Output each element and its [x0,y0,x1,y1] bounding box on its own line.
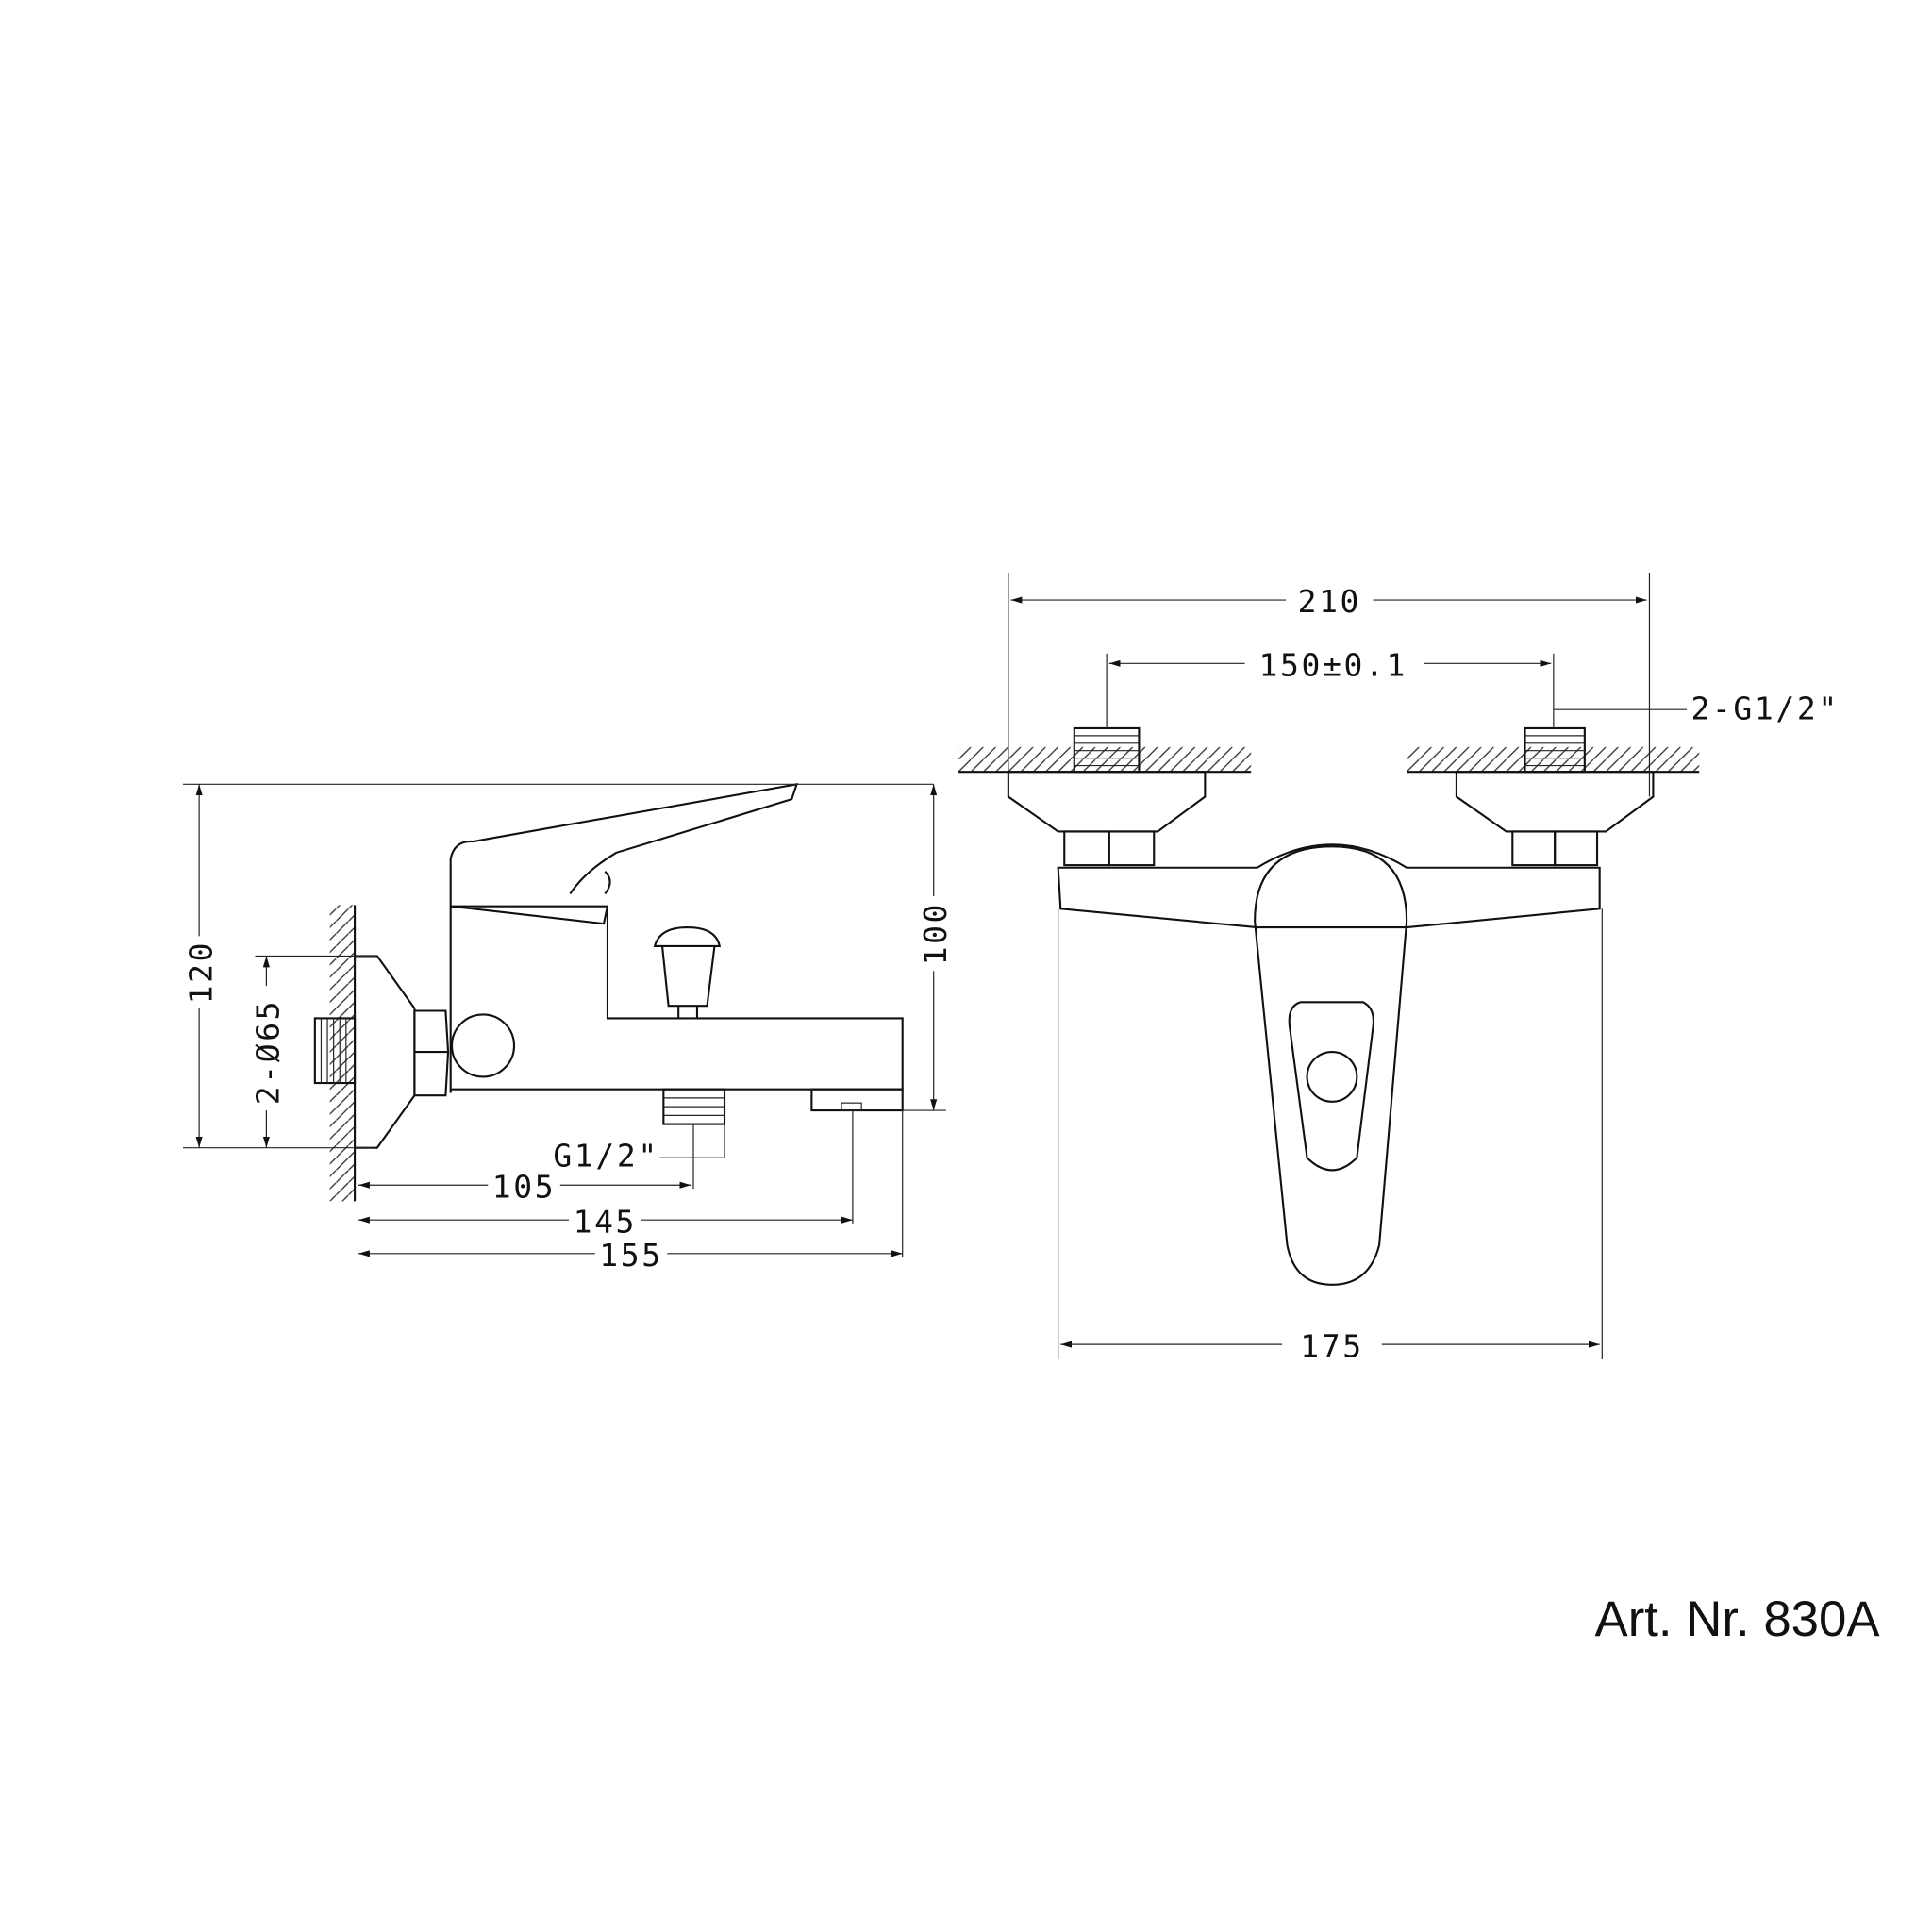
dim-flange-diameter: 2-Ø65 [250,999,287,1105]
article-number: Art. Nr. 830A [1595,1591,1881,1647]
dim-150: 150±0.1 [1259,647,1407,684]
connection-right [1455,726,1655,867]
side-view: 120 2-Ø65 100 G1/2" 105 145 155 [181,782,954,1274]
flange [355,955,416,1149]
diverter-knob [653,926,722,1019]
connection-left [1007,726,1207,867]
dim-g12: G1/2" [553,1137,658,1174]
body [449,905,904,1093]
lever [449,782,799,907]
lever-cap [1306,1050,1358,1103]
dim-210: 210 [1298,583,1361,620]
bottom-thread [662,1088,726,1125]
aerator [810,1088,904,1112]
lever-handle [1254,845,1408,1286]
dim-145: 145 [574,1203,637,1240]
dim-2-g12: 2-G1/2" [1690,691,1839,727]
body-arm [1057,843,1601,929]
lever-cutout [1288,1001,1374,1172]
front-view: 210 150±0.1 2-G1/2" 175 [958,573,1839,1364]
eccentric [450,1013,516,1078]
nut [413,1009,450,1097]
inlet-thread [313,1017,357,1085]
dim-175: 175 [1300,1327,1363,1364]
dim-100: 100 [917,902,954,965]
dim-105: 105 [492,1168,556,1205]
dim-120: 120 [182,941,219,1004]
dim-155: 155 [599,1237,662,1274]
